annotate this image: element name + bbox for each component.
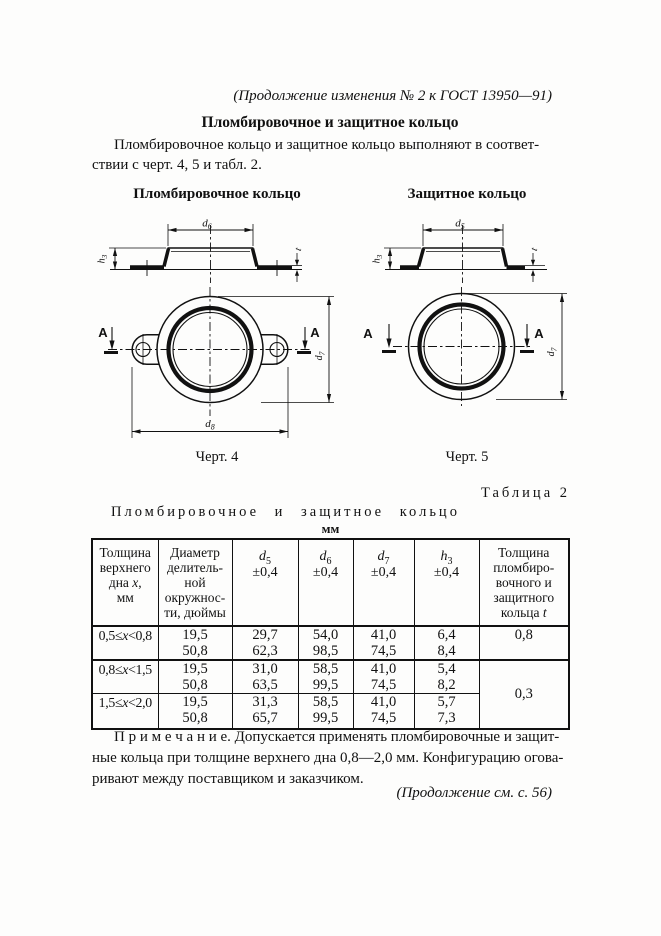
table-row: 1,5≤x<2,0 19,5 50,8 31,3 65,7 58,5 99,5 … (91, 693, 569, 730)
cell-d5: 29,7 62,3 (231, 625, 299, 661)
table-label: Таблица 2 (480, 485, 570, 501)
figure-title-protective-ring: Защитное кольцо (407, 186, 527, 202)
note-line-1: П р и м е ч а н и е. Допускается применя… (114, 729, 560, 745)
cell-condition: 1,5≤x<2,0 (91, 693, 159, 730)
cell-d6: 58,5 99,5 (297, 693, 354, 730)
dim-label-t: t (529, 246, 540, 252)
cell-diameter: 19,5 50,8 (157, 625, 233, 661)
cell-condition: 0,8≤x<1,5 (91, 659, 159, 694)
cell-d5: 31,3 65,7 (231, 693, 299, 730)
section-letter-a: A (363, 326, 373, 341)
table-row: 0,5≤x<0,8 19,5 50,8 29,7 62,3 54,0 98,5 … (91, 625, 570, 661)
table-row: 0,8≤x<1,5 19,5 50,8 31,0 63,5 58,5 99,5 … (91, 659, 570, 730)
continuation-footer: (Продолжение см. с. 56) (396, 785, 552, 801)
figure-title-sealing-ring: Пломбировочное кольцо (133, 186, 301, 202)
continuation-header: (Продолжение изменения № 2 к ГОСТ 13950—… (233, 88, 552, 104)
dim-label-d7: d7 (546, 347, 559, 356)
figure-5-caption: Черт. 5 (445, 449, 489, 465)
dimensions-table: Толщина верхнего дна x, мм Диаметр делит… (91, 538, 570, 730)
cell-thickness-t: 0,3 (478, 659, 570, 730)
dim-label-d8: d8 (205, 418, 215, 432)
table-units: мм (321, 521, 340, 536)
intro-line-1: Пломбировочное кольцо и защитное кольцо … (114, 137, 540, 153)
dim-label-d7: d7 (314, 351, 327, 360)
cell-h3: 5,7 7,3 (413, 693, 480, 730)
figure-4-top-view-drawing: A A d7 d8 (98, 287, 334, 438)
dim-label-d5: d5 (455, 218, 465, 232)
note-line-2: ные кольца при толщине верхнего дна 0,8—… (92, 750, 564, 766)
cell-thickness-t: 0,8 (478, 625, 570, 661)
figure-5-top-view-drawing: A A d7 (363, 287, 567, 406)
col-header-h3: h3±0,4 (413, 538, 480, 627)
cell-d6: 54,0 98,5 (297, 625, 354, 661)
note-line-3: ривают между поставщиком и заказчиком. (92, 771, 364, 787)
col-header-pitch-diameter: Диаметр делитель- ной окружнос- ти, дюйм… (157, 538, 233, 627)
section-letter-a: A (534, 326, 544, 341)
page-title: Пломбировочное и защитное кольцо (201, 114, 459, 131)
protective-ring-profile-drawing: d5 h3 t (372, 218, 547, 283)
cell-diameter: 19,5 50,8 (157, 659, 233, 694)
col-header-ring-thickness: Толщина пломбиро- вочного и защитного ко… (478, 538, 570, 627)
cell-d6: 58,5 99,5 (297, 659, 354, 694)
section-letter-a: A (310, 325, 320, 340)
cell-h3: 6,4 8,4 (413, 625, 480, 661)
cell-d7: 41,0 74,5 (352, 659, 415, 694)
cell-d5: 31,0 63,5 (231, 659, 299, 694)
sealing-ring-profile-drawing: d6 h3 t (97, 218, 304, 283)
cell-h3: 5,4 8,2 (413, 659, 480, 694)
cell-diameter: 19,5 50,8 (157, 693, 233, 730)
cell-condition: 0,5≤x<0,8 (91, 625, 159, 661)
intro-paragraph: Пломбировочное кольцо и защитное кольцо … (92, 135, 554, 175)
cell-d7: 41,0 74,5 (352, 625, 415, 661)
col-header-d6: d6±0,4 (297, 538, 354, 627)
dim-label-t: t (293, 246, 304, 252)
intro-line-2: ствии с черт. 4, 5 и табл. 2. (92, 157, 262, 173)
dim-label-d6: d6 (202, 218, 212, 232)
col-header-top-thickness: Толщина верхнего дна x, мм (91, 538, 159, 627)
table-title: Пломбировочное и защитное кольцо (111, 504, 460, 520)
col-header-d7: d7±0,4 (352, 538, 415, 627)
figure-4-caption: Черт. 4 (195, 449, 239, 465)
note-paragraph: П р и м е ч а н и е. Допускается применя… (92, 727, 564, 790)
section-letter-a: A (98, 325, 108, 340)
dim-label-h3: h3 (372, 254, 385, 263)
col-header-d5: d5±0,4 (231, 538, 299, 627)
cell-d7: 41,0 74,5 (352, 693, 415, 730)
dim-label-h3: h3 (97, 254, 110, 263)
